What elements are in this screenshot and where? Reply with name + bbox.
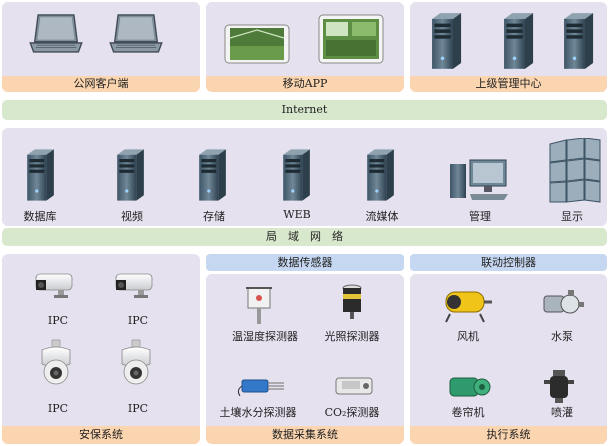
web-server-icon: [280, 148, 312, 202]
laptop-icon: [108, 12, 164, 56]
ipc-label: IPC: [47, 314, 69, 327]
streaming-server-icon: [364, 148, 396, 202]
execution-title: 执行系统: [410, 426, 607, 444]
dome-camera-icon: [116, 338, 156, 388]
dome-camera-icon: [36, 338, 76, 388]
video-wall-icon: [549, 138, 601, 203]
temperature-humidity-sensor-icon: [246, 287, 272, 324]
video-server-icon: [114, 148, 146, 202]
upper-center-label: 上级管理中心: [410, 76, 607, 92]
soil-moisture-sensor-icon: [237, 379, 284, 397]
server-label-web: WEB: [283, 208, 311, 221]
public-client-label: 公网客户端: [2, 76, 200, 92]
sensor-label-temperature-humidity: 温湿度探测器: [232, 330, 298, 343]
security-title: 安保系统: [2, 426, 200, 444]
acquisition-panel: [206, 274, 404, 444]
co2-sensor-icon: [335, 377, 373, 395]
sprinkler-filter-icon: [544, 370, 574, 403]
light-sensor-icon: [342, 284, 362, 319]
server-label-display: 显示: [561, 210, 583, 223]
sensors-title: 数据传感器: [206, 254, 404, 271]
roller-motor-icon: [449, 377, 491, 397]
internet-band: Internet: [2, 100, 607, 120]
tablet-icon: [224, 24, 290, 64]
bullet-camera-icon: [112, 270, 158, 300]
security-panel: [2, 254, 200, 444]
ipc-label: IPC: [47, 402, 69, 415]
control-title: 联动控制器: [410, 254, 607, 271]
server-icon: [560, 12, 596, 70]
bullet-camera-icon: [32, 270, 78, 300]
laptop-icon: [28, 12, 84, 56]
fan-heater-icon: [445, 291, 492, 323]
ipc-label: IPC: [127, 314, 149, 327]
server-label-management: 管理: [469, 210, 491, 223]
sensor-label-light: 光照探测器: [324, 330, 380, 343]
tablet-icon: [318, 14, 384, 64]
device-label-roller: 卷帘机: [451, 406, 485, 419]
sensor-label-co2: CO₂探测器: [324, 406, 380, 419]
server-label-database: 数据库: [23, 210, 57, 223]
server-label-video: 视频: [121, 210, 143, 223]
mobile-app-label: 移动APP: [206, 76, 404, 92]
acquisition-title: 数据采集系统: [206, 426, 404, 444]
server-label-streaming: 流媒体: [365, 210, 399, 223]
device-label-sprinkler: 喷灌: [551, 406, 573, 419]
database-server-icon: [24, 148, 56, 202]
storage-server-icon: [196, 148, 228, 202]
water-pump-icon: [543, 290, 584, 314]
management-computer-icon: [450, 159, 508, 200]
device-label-fan: 风机: [457, 330, 479, 343]
ipc-label: IPC: [127, 402, 149, 415]
sensor-label-soil-moisture: 土壤水分探测器: [219, 406, 297, 419]
lan-band: 局 域 网 络: [2, 228, 607, 246]
server-icon: [428, 12, 464, 70]
server-label-storage: 存储: [203, 210, 225, 223]
server-icon: [500, 12, 536, 70]
device-label-pump: 水泵: [551, 330, 573, 343]
